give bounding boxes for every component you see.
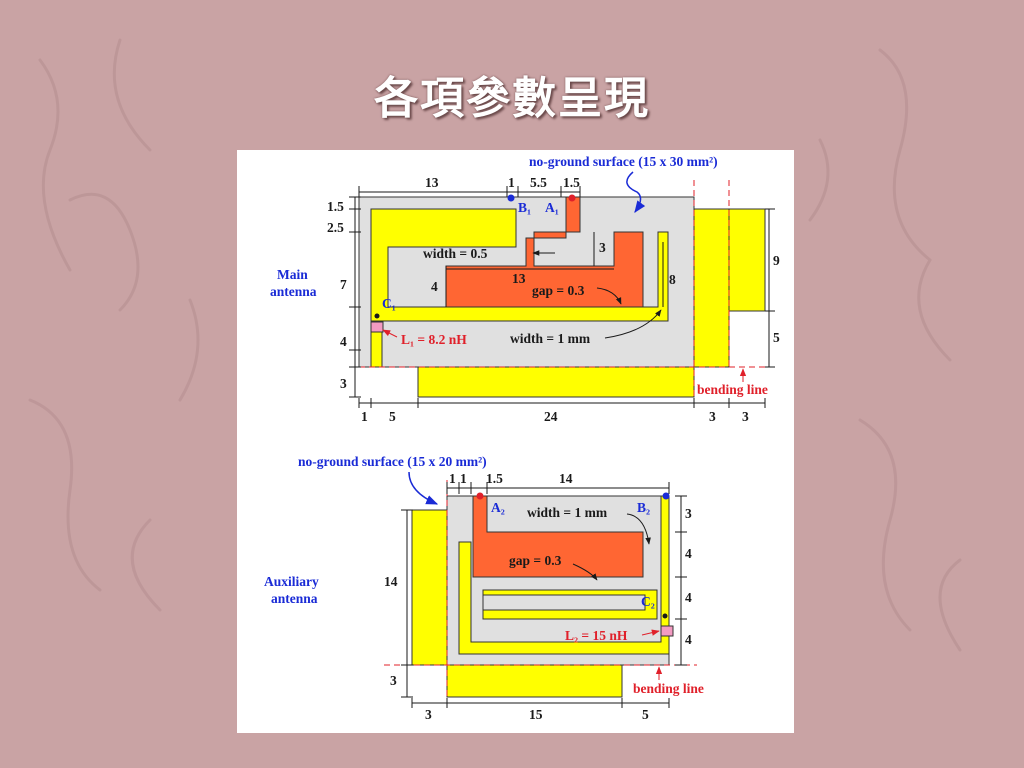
aux-dim-left-14: 14 bbox=[384, 574, 398, 589]
main-point-a1-label: A₁ bbox=[545, 200, 559, 215]
aux-coupling-patch bbox=[472, 495, 644, 578]
main-inductor bbox=[370, 321, 384, 333]
aux-left-strip bbox=[411, 509, 448, 666]
aux-dim-right-3: 3 bbox=[685, 506, 692, 521]
main-point-a1 bbox=[568, 194, 576, 202]
aux-antenna-label-2: antenna bbox=[271, 591, 318, 606]
main-point-b1 bbox=[507, 194, 515, 202]
main-point-c1 bbox=[374, 313, 380, 319]
antenna-diagram: Main antenna no-ground surface (15 x 30 … bbox=[237, 150, 794, 733]
main-dim-bottom-24: 24 bbox=[544, 409, 558, 424]
aux-dim-right-4b: 4 bbox=[685, 590, 692, 605]
aux-folded-gap bbox=[482, 594, 646, 611]
main-monopole bbox=[370, 208, 669, 322]
main-dim-top-1: 1 bbox=[508, 175, 515, 190]
main-dim-bottom-3b: 3 bbox=[742, 409, 749, 424]
main-bottom-strip bbox=[417, 366, 695, 398]
main-dim-inner-4: 4 bbox=[431, 279, 438, 294]
main-dim-inner-13: 13 bbox=[512, 271, 526, 286]
aux-dim-right-4a: 4 bbox=[685, 546, 692, 561]
main-dim-right-5: 5 bbox=[773, 330, 780, 345]
main-stub bbox=[370, 320, 383, 368]
main-point-b1-label: B₁ bbox=[518, 200, 531, 215]
aux-dim-bottom-15: 15 bbox=[529, 707, 543, 722]
aux-dim-left-3: 3 bbox=[390, 673, 397, 688]
aux-bending-label: bending line bbox=[633, 681, 704, 696]
main-dim-inner-3: 3 bbox=[599, 240, 606, 255]
main-right-tab bbox=[728, 208, 766, 312]
main-right-strip bbox=[693, 208, 730, 368]
aux-dim-bottom-3: 3 bbox=[425, 707, 432, 722]
main-antenna-label-2: antenna bbox=[270, 284, 317, 299]
main-antenna-label-1: Main bbox=[277, 267, 308, 282]
aux-gap-label: gap = 0.3 bbox=[509, 553, 562, 568]
slide-title: 各項參數呈現 bbox=[374, 73, 650, 124]
aux-antenna-label-1: Auxiliary bbox=[264, 574, 319, 589]
aux-monopole bbox=[458, 495, 670, 655]
aux-point-a2 bbox=[476, 492, 484, 500]
aux-inductor-label: L₂ = 15 nH bbox=[565, 628, 628, 643]
main-dim-right-9: 9 bbox=[773, 253, 780, 268]
aux-point-a2-label: A₂ bbox=[491, 500, 505, 515]
aux-no-ground-label: no-ground surface (15 x 20 mm²) bbox=[298, 454, 487, 469]
antenna-diagram-svg: Main antenna no-ground surface (15 x 30 … bbox=[264, 154, 780, 722]
aux-bottom-strip bbox=[446, 664, 623, 698]
aux-dim-top-1-5: 1.5 bbox=[486, 471, 503, 486]
main-dim-top-5-5: 5.5 bbox=[530, 175, 547, 190]
aux-dim-bottom-5: 5 bbox=[642, 707, 649, 722]
aux-point-b2 bbox=[662, 492, 670, 500]
main-dim-left-4: 4 bbox=[340, 334, 347, 349]
main-dim-top-1-5: 1.5 bbox=[563, 175, 580, 190]
aux-point-b2-label: B₂ bbox=[637, 500, 650, 515]
main-antenna bbox=[349, 171, 775, 408]
aux-dim-right-4c: 4 bbox=[685, 632, 692, 647]
main-dim-bottom-3a: 3 bbox=[709, 409, 716, 424]
aux-dim-top-1a: 1 bbox=[449, 471, 456, 486]
main-width-thin-label: width = 0.5 bbox=[423, 246, 488, 261]
aux-dim-top-14: 14 bbox=[559, 471, 573, 486]
aux-antenna bbox=[384, 471, 697, 708]
main-bending-label: bending line bbox=[697, 382, 768, 397]
aux-dim-top-1b: 1 bbox=[460, 471, 467, 486]
main-no-ground-label: no-ground surface (15 x 30 mm²) bbox=[529, 154, 718, 169]
aux-point-c2 bbox=[662, 613, 668, 619]
main-dim-left-2-5: 2.5 bbox=[327, 220, 344, 235]
main-width-thick-label: width = 1 mm bbox=[510, 331, 591, 346]
aux-inductor bbox=[660, 625, 674, 637]
main-dim-bottom-5: 5 bbox=[389, 409, 396, 424]
main-dim-top-13: 13 bbox=[425, 175, 439, 190]
main-coupling-patch bbox=[445, 196, 644, 308]
main-dim-left-1-5: 1.5 bbox=[327, 199, 344, 214]
aux-point-c2-label: C₂ bbox=[641, 594, 655, 609]
aux-width-thick-label: width = 1 mm bbox=[527, 505, 608, 520]
main-point-c1-label: C₁ bbox=[382, 296, 396, 311]
main-inductor-label: L₁ = 8.2 nH bbox=[401, 332, 467, 347]
main-dim-inner-8: 8 bbox=[669, 272, 676, 287]
main-gap-label: gap = 0.3 bbox=[532, 283, 585, 298]
main-dim-bottom-1: 1 bbox=[361, 409, 368, 424]
main-dim-left-7: 7 bbox=[340, 277, 347, 292]
main-dim-left-3: 3 bbox=[340, 376, 347, 391]
